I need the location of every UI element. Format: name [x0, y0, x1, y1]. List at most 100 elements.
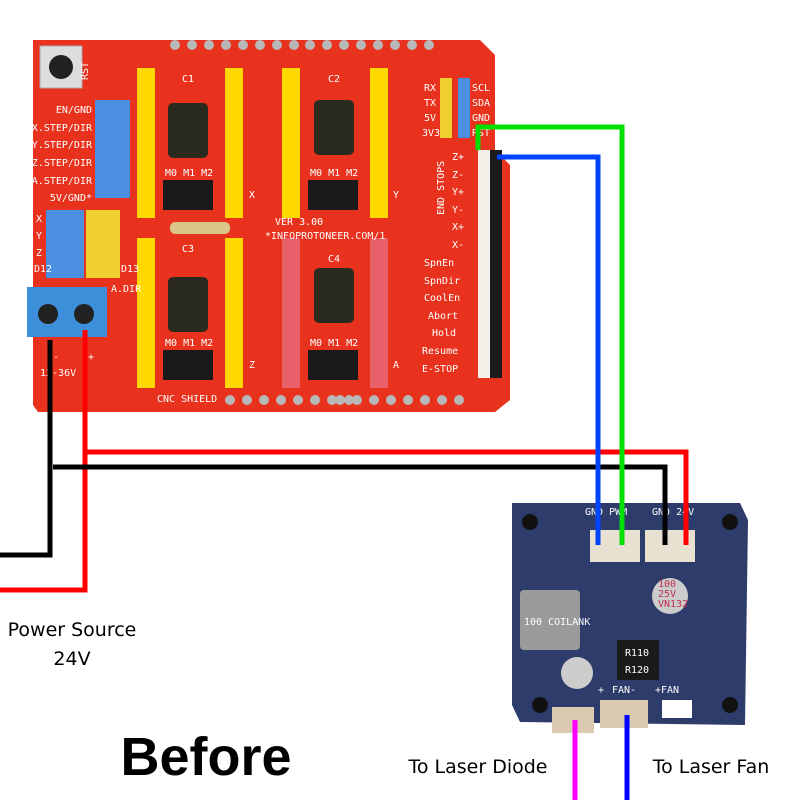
microstep-label: M0 M1 M2 [310, 168, 358, 179]
microstep-label: M0 M1 M2 [165, 338, 213, 349]
header-pin [352, 395, 362, 405]
pin-label: 3V3 [422, 128, 440, 139]
wire-pwm-ground [497, 154, 601, 545]
wire-24v-driver [85, 449, 689, 545]
cap-label-c1: C1 [182, 74, 194, 85]
header-pin [187, 40, 197, 50]
pin-label: A.DIR [111, 284, 142, 295]
board-name: CNC SHIELD [157, 394, 217, 405]
microstep-label: M0 M1 M2 [310, 338, 358, 349]
header-pin [272, 40, 282, 50]
pin-label: 5V [424, 113, 436, 124]
header-pin [369, 395, 379, 405]
input-label: GND PWM [585, 507, 627, 518]
pin-label: 5V/GND* [50, 193, 92, 204]
axis-x: X [249, 190, 255, 201]
header-pin [305, 40, 315, 50]
wires [0, 124, 689, 800]
laser-fan-caption: To Laser Fan [652, 756, 770, 778]
capacitor [652, 578, 688, 614]
axis-a: A [393, 360, 399, 371]
reset-button [49, 55, 73, 79]
inductor-label: 100 COILANK [524, 617, 590, 628]
capacitors: C1 C2 C3 C4 [168, 74, 354, 332]
terminal-minus: - [53, 352, 59, 363]
pin-label: SCL [472, 83, 490, 94]
pin-label: Y- [452, 205, 464, 216]
version-label: VER 3.00 [275, 217, 323, 228]
axis-y: Y [393, 190, 399, 201]
pin-label: D13 [121, 264, 139, 275]
pin-label: D12 [34, 264, 52, 275]
header-pin [386, 395, 396, 405]
end-stops-title: END STOPS [436, 161, 447, 215]
pin-label: Z+ [452, 152, 464, 163]
header-pin [276, 395, 286, 405]
axis-z: Z [249, 360, 255, 371]
pin-label: X- [452, 240, 464, 251]
left-pin-labels: EN/GND X.STEP/DIR Y.STEP/DIR Z.STEP/DIR … [32, 100, 142, 295]
header-pin [238, 40, 248, 50]
end-stops-header: END STOPS Z+ Z- Y+ Y- X+ X- SpnEn SpnDir… [422, 150, 502, 378]
pin-label: X+ [452, 222, 464, 233]
title: Before [120, 727, 291, 787]
inductor [520, 590, 580, 650]
header-pin [204, 40, 214, 50]
capacitor-label: VN132 [658, 599, 688, 610]
reset-label: RST [80, 62, 91, 80]
fan-jumper [662, 700, 692, 718]
header-pin [322, 40, 332, 50]
power-voltage-caption: 24V [53, 648, 90, 670]
header-pin [403, 395, 413, 405]
pin-label: SDA [472, 98, 490, 109]
header-pin [289, 40, 299, 50]
header-pin [373, 40, 383, 50]
laser-diode-caption: To Laser Diode [408, 756, 548, 778]
header-pin [424, 40, 434, 50]
header-pin [221, 40, 231, 50]
capacitor-label: 100 [658, 579, 676, 590]
regulator [617, 640, 659, 680]
output-label: FAN- [612, 685, 636, 696]
header-pin [335, 395, 345, 405]
output-label: + [598, 685, 604, 696]
header-pin [225, 395, 235, 405]
power-source-caption: Power Source [8, 619, 137, 641]
pin-label: Z.STEP/DIR [32, 158, 93, 169]
header-pin [420, 395, 430, 405]
header-pin [327, 395, 337, 405]
pin-label: Y.STEP/DIR [32, 140, 93, 151]
pin-label: SpnDir [424, 276, 460, 287]
microstep-label: M0 M1 M2 [165, 168, 213, 179]
cnc-shield-board: RST C1 C2 C3 C4 M0 M1 M2 [27, 40, 510, 412]
pin-label: Z- [452, 170, 464, 181]
resistor-label: R120 [625, 665, 649, 676]
pin-label: Abort [428, 311, 458, 322]
header-pin [407, 40, 417, 50]
serial-header: RX TX 5V 3V3 SCL SDA GND RST [422, 78, 490, 139]
header-pin [310, 395, 320, 405]
pin-label: RX [424, 83, 436, 94]
header-pin [454, 395, 464, 405]
resistor-label: R110 [625, 648, 649, 659]
header-pin [170, 40, 180, 50]
url-label: *INFOPROTONEER.COM/1 [265, 231, 385, 242]
cap-label-c4: C4 [328, 254, 340, 265]
header-pin [293, 395, 303, 405]
fuse [170, 222, 230, 234]
header-pin [255, 40, 265, 50]
capacitor-label: 25V [658, 589, 676, 600]
pin-label: GND [472, 113, 490, 124]
pin-label: TX [424, 98, 436, 109]
header-pin [390, 40, 400, 50]
pin-label: X [36, 214, 42, 225]
laser-fan-connector [600, 700, 648, 728]
wire-24v-source [0, 330, 88, 593]
pin-label: Y+ [452, 187, 464, 198]
capacitor [561, 657, 593, 689]
axis-labels: X Y Z A [249, 190, 399, 371]
cap-label-c3: C3 [182, 244, 194, 255]
pin-label: RST [472, 128, 490, 139]
wire-ground-driver [53, 464, 668, 545]
header-pin [242, 395, 252, 405]
